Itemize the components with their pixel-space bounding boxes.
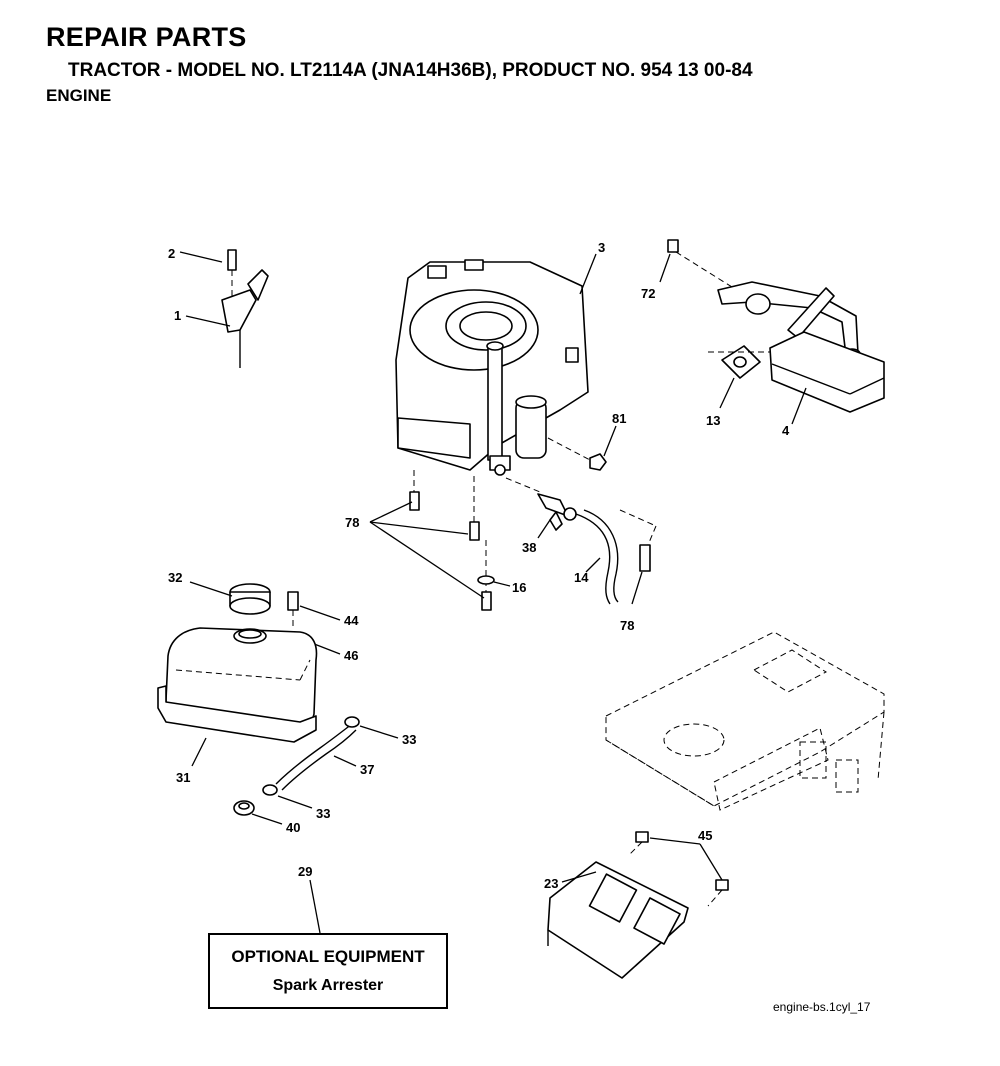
leader-78a-2 [369, 521, 469, 535]
bolts-78-part [409, 470, 657, 611]
optional-equipment-title: OPTIONAL EQUIPMENT [231, 947, 425, 966]
fitting-38-part [505, 477, 577, 531]
callout-13: 13 [706, 413, 720, 428]
leader-45-1 [649, 837, 701, 845]
leader-72 [659, 253, 671, 283]
leader-1 [185, 315, 231, 327]
leader-40 [251, 813, 283, 825]
throttle-bracket-part [221, 249, 269, 368]
callout-32: 32 [168, 570, 182, 585]
callout-44: 44 [344, 613, 359, 628]
filter-40-part [233, 800, 255, 816]
leader-14 [585, 557, 601, 573]
callout-16: 16 [512, 580, 526, 595]
fuel-cap-part [229, 583, 271, 615]
callout-23: 23 [544, 876, 558, 891]
screw-44-part [287, 591, 299, 630]
leader-45-2 [699, 843, 723, 881]
callout-45: 45 [698, 828, 712, 843]
washer-16-part [477, 575, 495, 585]
callout-78b: 78 [620, 618, 634, 633]
callout-72: 72 [641, 286, 655, 301]
callout-38: 38 [522, 540, 536, 555]
leader-78a-1 [369, 501, 413, 523]
leader-44 [299, 605, 341, 621]
leader-81 [603, 425, 617, 457]
muffler-part [667, 239, 885, 413]
callout-1: 1 [174, 308, 181, 323]
nut-81-part [547, 437, 607, 471]
leader-31 [191, 737, 207, 767]
leader-13 [719, 377, 735, 409]
leader-23 [561, 871, 597, 883]
leader-29 [309, 879, 321, 934]
leader-4 [791, 387, 807, 425]
engine-part [395, 259, 589, 476]
leader-78a-3 [369, 521, 485, 599]
callout-33a: 33 [402, 732, 416, 747]
leader-2 [179, 251, 223, 263]
hose-14-part [575, 509, 619, 605]
callout-46: 46 [344, 648, 358, 663]
callout-33b: 33 [316, 806, 330, 821]
tractor-frame [605, 631, 885, 811]
leader-33b [277, 795, 313, 809]
callout-14: 14 [574, 570, 589, 585]
leader-78b [631, 571, 643, 605]
callout-31: 31 [176, 770, 190, 785]
optional-equipment-item: Spark Arrester [272, 977, 384, 994]
callout-29: 29 [298, 864, 312, 879]
leader-3 [579, 253, 597, 295]
page-title: REPAIR PARTS [46, 22, 247, 52]
model-subtitle: TRACTOR - MODEL NO. LT2114A (JNA14H36B),… [68, 60, 753, 81]
callout-40: 40 [286, 820, 300, 835]
fuel-line-part [262, 716, 360, 796]
heat-shield-part [547, 861, 689, 979]
callout-2: 2 [168, 246, 175, 261]
callout-3: 3 [598, 240, 605, 255]
fuel-tank-part [157, 627, 318, 743]
leader-38 [537, 519, 551, 539]
callout-37: 37 [360, 762, 374, 777]
callout-4: 4 [782, 423, 790, 438]
leader-37 [333, 755, 357, 767]
callout-78a: 78 [345, 515, 359, 530]
drawing-code: engine-bs.1cyl_17 [773, 1000, 871, 1014]
callout-81: 81 [612, 411, 626, 426]
leader-16 [493, 581, 511, 587]
leader-32 [189, 581, 233, 597]
section-label: ENGINE [46, 86, 112, 105]
leader-33a [359, 725, 399, 739]
optional-equipment-box: OPTIONAL EQUIPMENT Spark Arrester [208, 933, 448, 1009]
